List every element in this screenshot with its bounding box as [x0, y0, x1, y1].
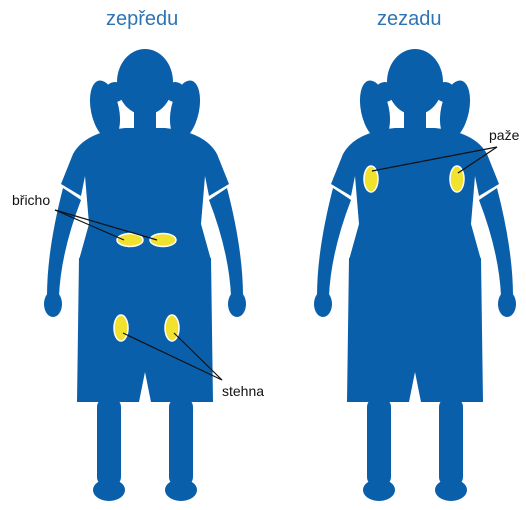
thigh-site-right-marker — [165, 315, 179, 341]
back-view-heading: zezadu — [377, 8, 442, 31]
front-view-heading: zepředu — [106, 8, 178, 31]
abdomen-site-right-marker — [150, 234, 176, 247]
arms-label: paže — [489, 127, 519, 143]
thigh-site-left-marker — [114, 315, 128, 341]
front-figure-silhouette — [44, 49, 246, 501]
abdomen-site-left-marker — [117, 234, 143, 247]
thighs-label: stehna — [222, 383, 264, 399]
back-figure-silhouette — [314, 49, 516, 501]
abdomen-label: břicho — [12, 192, 50, 208]
